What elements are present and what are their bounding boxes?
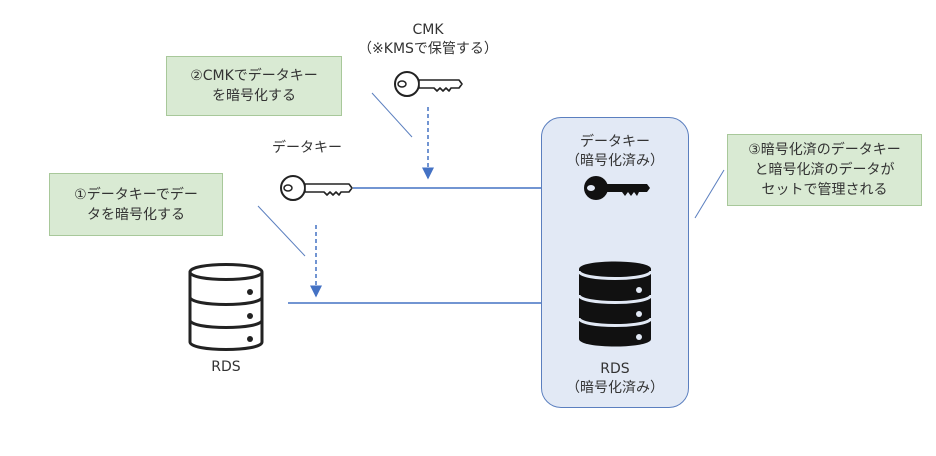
data-key-label: データキー	[272, 140, 342, 156]
encrypted-rds-subtitle: （暗号化済み）	[566, 380, 664, 396]
callout-line-step2	[371, 92, 413, 138]
note-step3-line2: と暗号化済のデータが	[754, 162, 895, 178]
cmk-subtitle: （※KMSで保管する）	[358, 41, 498, 57]
note-step3: ③暗号化済のデータキー と暗号化済のデータが セットで管理される	[727, 134, 922, 206]
note-step3-line1: ③暗号化済のデータキー	[748, 142, 901, 158]
key-icon	[280, 175, 353, 201]
encrypted-rds-title: RDS	[600, 361, 630, 377]
note-step1-line1: ①データキーでデー	[74, 186, 198, 203]
note-step2: ②CMKでデータキー を暗号化する	[166, 56, 342, 116]
callout-line-step1	[257, 205, 306, 257]
database-icon	[188, 263, 264, 351]
note-step3-line3: セットで管理される	[761, 182, 888, 198]
cmk-title: CMK	[412, 22, 444, 38]
rds-label: RDS	[211, 359, 241, 375]
encrypted-key-title: データキー	[580, 134, 650, 150]
database-icon	[577, 261, 653, 347]
note-step1: ①データキーでデー タを暗号化する	[49, 173, 223, 236]
note-step2-line2: を暗号化する	[212, 88, 296, 104]
key-icon	[394, 71, 463, 97]
encrypted-key-subtitle: （暗号化済み）	[566, 153, 664, 169]
note-step1-line2: タを暗号化する	[87, 206, 185, 223]
callout-line-step3	[694, 169, 725, 219]
note-step2-line1: ②CMKでデータキー	[190, 68, 318, 84]
key-icon	[584, 176, 650, 200]
